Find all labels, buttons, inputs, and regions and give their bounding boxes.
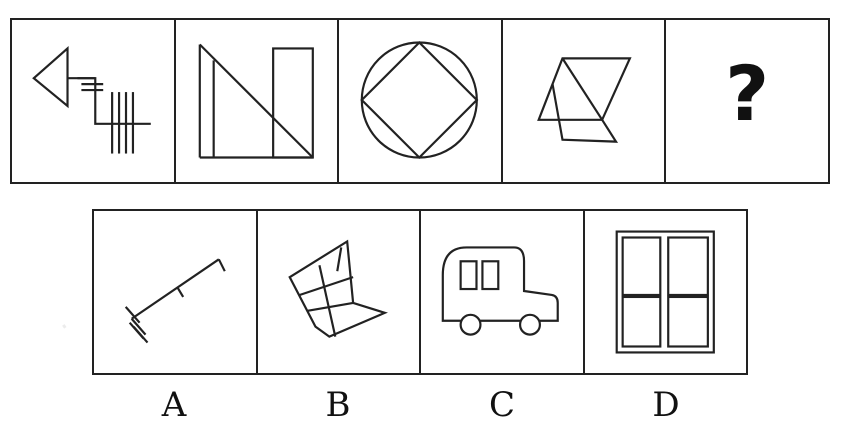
- options-row: [92, 209, 748, 375]
- sequence-cell-2: [176, 20, 340, 182]
- car-outline-figure: [441, 246, 559, 336]
- sequence-cell-4: [503, 20, 667, 182]
- triangle-line-cross-figure: [32, 46, 151, 154]
- option-label-d: D: [652, 385, 680, 425]
- branch-line-figure: [124, 258, 226, 344]
- sequence-cell-5: ?: [666, 20, 828, 182]
- option-label-c: C: [488, 385, 515, 425]
- sequence-cell-3: [339, 20, 503, 182]
- sequence-row: ?: [10, 18, 830, 184]
- overlapping-parallelogram-figure: [536, 57, 632, 143]
- option-cell-c[interactable]: [421, 211, 585, 373]
- option-cell-a[interactable]: [94, 211, 258, 373]
- circle-inscribed-square-figure: [360, 40, 479, 160]
- option-label-b: B: [325, 385, 351, 425]
- watermark: ·: [51, 310, 78, 343]
- four-pane-window-figure: [615, 230, 715, 354]
- option-label-a: A: [161, 385, 187, 425]
- n-shape-rectangle-figure: [198, 43, 314, 159]
- option-cell-b[interactable]: [258, 211, 421, 373]
- option-cell-d[interactable]: [585, 211, 747, 373]
- question-mark: ?: [725, 49, 770, 138]
- sequence-cell-1: [12, 20, 176, 182]
- folded-paper-figure: [287, 239, 388, 338]
